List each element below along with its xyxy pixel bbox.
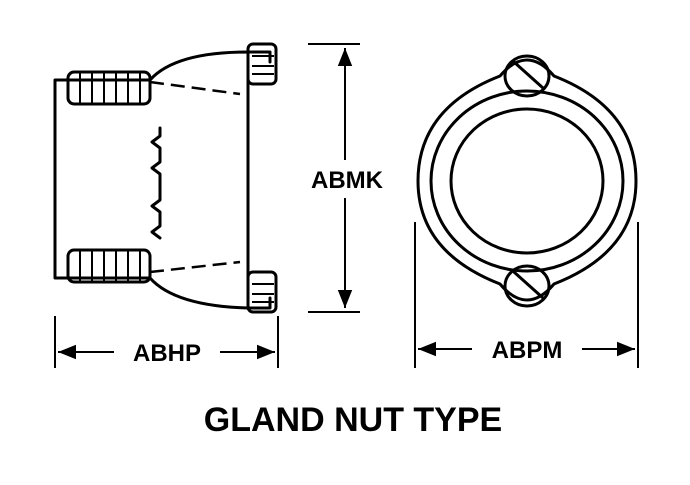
dimension-abhp: ABHP [54,316,279,368]
hidden-line-top [149,80,241,96]
front-view-inner-ring [429,89,625,273]
hidden-line-bottom [149,260,241,274]
side-view-back-plate [246,50,272,310]
side-view [53,42,278,314]
front-view-flange-outline [416,58,638,302]
dimension-abpm: ABPM [414,222,639,368]
dimension-abmk: ABMK [308,43,384,313]
dimension-label-abmk: ABMK [311,167,384,194]
drawing-title: GLAND NUT TYPE [204,401,502,439]
bottom-knurled-knob [66,248,152,284]
dimension-label-abhp: ABHP [133,340,201,367]
thread-profile [150,126,162,240]
top-knurled-knob [66,70,152,106]
top-screw-head [246,42,278,86]
bottom-screw-head [246,270,278,314]
front-top-screw [503,54,551,98]
front-view [416,54,638,308]
front-bottom-screw [503,264,551,308]
dimension-label-abpm: ABPM [492,337,563,364]
front-view-bore [449,107,605,255]
